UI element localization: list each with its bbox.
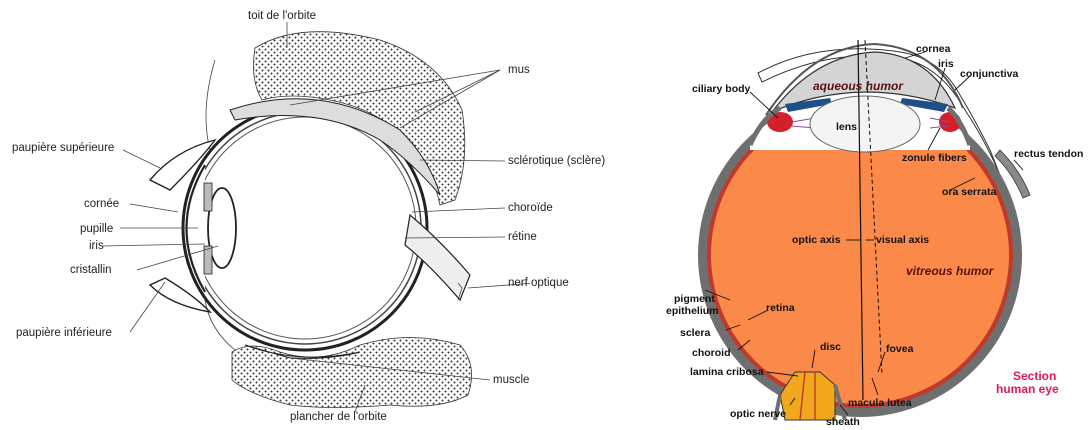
english-eye-diagram: cornea iris conjunctiva ciliary body aqu…: [530, 0, 1091, 430]
label-retina: retina: [766, 302, 795, 314]
label-lower-eyelid: paupière inférieure: [16, 327, 112, 339]
optic-nerve-shape: [405, 215, 470, 300]
caption-line-2: human eye: [996, 382, 1059, 396]
leader-lower-eyelid: [130, 282, 165, 332]
label-zonule-fibers: zonule fibers: [902, 152, 967, 164]
label-lamina-cribosa: lamina cribosa: [690, 366, 764, 378]
iris-upper: [204, 183, 212, 211]
label-pigment-1: pigment: [674, 293, 715, 305]
label-roof: toit de l'orbite: [248, 10, 316, 22]
label-choroid: choroid: [692, 347, 731, 359]
cornea-shape: [187, 165, 206, 292]
label-sclera: sclera: [680, 327, 711, 339]
label-cornea: cornée: [84, 198, 119, 210]
label-cornea: cornea: [916, 43, 951, 55]
label-ciliary-body: ciliary body: [692, 83, 751, 95]
label-vitreous-humor: vitreous humor: [906, 264, 995, 278]
caption-line-1: Section: [1013, 369, 1056, 383]
label-floor: plancher de l'orbite: [290, 411, 387, 423]
label-upper-eyelid: paupière supérieure: [12, 142, 114, 154]
label-macula-lutea: macula lutea: [848, 397, 912, 409]
label-sheath: sheath: [826, 416, 860, 428]
french-eye-svg: toit de l'orbite muscles paupière supéri…: [0, 0, 530, 430]
label-visual-axis: visual axis: [876, 234, 929, 246]
label-fovea: fovea: [886, 343, 914, 355]
label-optic-axis: optic axis: [792, 234, 841, 246]
french-eye-diagram: toit de l'orbite muscles paupière supéri…: [0, 0, 530, 430]
label-iris: iris: [938, 58, 954, 70]
label-aqueous-humor: aqueous humor: [813, 79, 904, 93]
leader-upper-eyelid: [123, 150, 160, 168]
label-iris: iris: [89, 240, 104, 252]
label-rectus-tendon: rectus tendon: [1014, 148, 1083, 160]
lens-shape: [810, 96, 920, 152]
orbit-rim-upper: [206, 60, 215, 150]
english-eye-svg: cornea iris conjunctiva ciliary body aqu…: [530, 0, 1091, 430]
label-conjunctiva: conjunctiva: [960, 68, 1019, 80]
leader-optic-nerve: [468, 283, 530, 288]
label-ora-serrata: ora serrata: [942, 186, 996, 198]
label-lens: lens: [836, 121, 857, 133]
label-pigment-2: epithelium: [666, 305, 719, 317]
label-optic-nerve: optic nerve: [730, 408, 786, 420]
label-muscles: muscles: [508, 64, 530, 76]
label-lens: cristallin: [70, 264, 112, 276]
leader-cornea: [130, 204, 178, 212]
orbit-floor-bone: [232, 338, 472, 408]
label-disc: disc: [820, 341, 841, 353]
label-pupil: pupille: [80, 223, 113, 235]
